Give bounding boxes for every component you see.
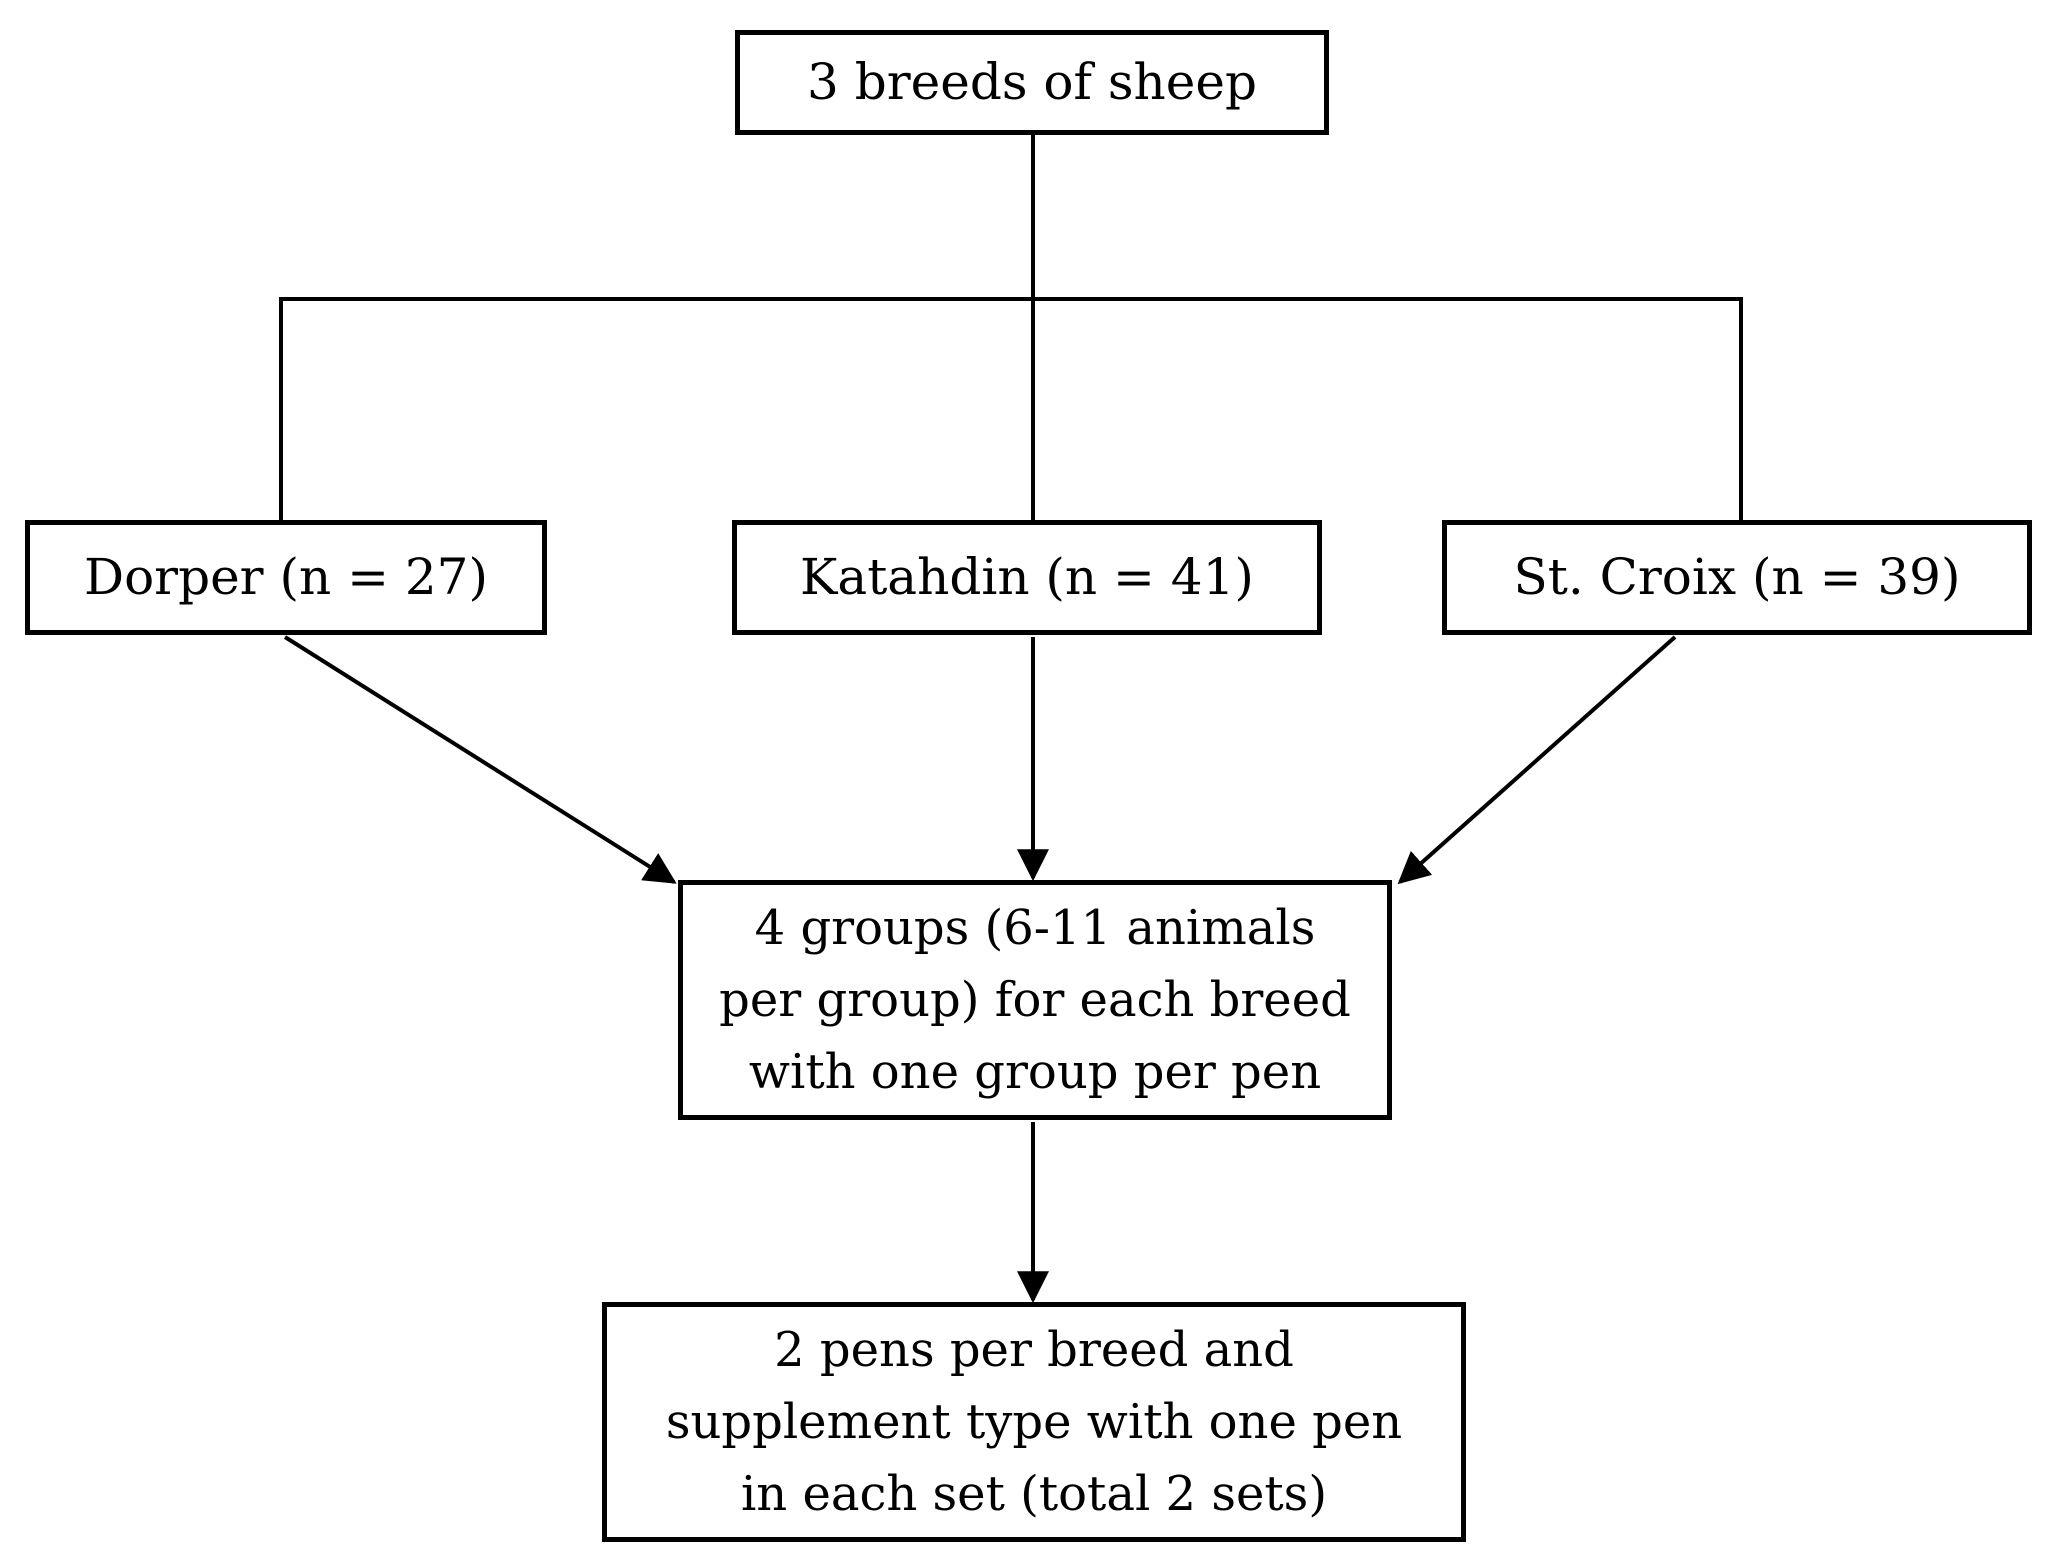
flow-box-pens-label-line1: 2 pens per breed and bbox=[774, 1322, 1294, 1378]
flow-box-groups-label-line3: with one group per pen bbox=[748, 1044, 1322, 1100]
flow-box-groups-label-line1: 4 groups (6-11 animals bbox=[754, 900, 1316, 956]
flow-box-groups-label-line2: per group) for each breed bbox=[719, 972, 1351, 1028]
flow-box-breeds-root-label: 3 breeds of sheep bbox=[807, 53, 1257, 111]
flow-box-breeds-root: 3 breeds of sheep bbox=[735, 30, 1329, 135]
arrow-stcroix-to-groups bbox=[1397, 635, 1677, 885]
flow-box-dorper-label: Dorper (n = 27) bbox=[83, 548, 488, 606]
flow-box-groups: 4 groups (6-11 animals per group) for ea… bbox=[678, 880, 1392, 1120]
flow-box-pens: 2 pens per breed and supplement type wit… bbox=[602, 1302, 1466, 1542]
flow-box-stcroix: St. Croix (n = 39) bbox=[1442, 520, 2032, 635]
flow-box-pens-label-line2: supplement type with one pen bbox=[665, 1394, 1403, 1450]
flow-box-katahdin-label: Katahdin (n = 41) bbox=[800, 548, 1254, 606]
arrow-dorper-to-groups bbox=[283, 635, 677, 884]
flow-box-pens-label-line3: in each set (total 2 sets) bbox=[740, 1466, 1328, 1522]
flow-box-dorper: Dorper (n = 27) bbox=[25, 520, 547, 635]
flow-box-katahdin: Katahdin (n = 41) bbox=[732, 520, 1322, 635]
flow-box-stcroix-label: St. Croix (n = 39) bbox=[1513, 548, 1961, 606]
